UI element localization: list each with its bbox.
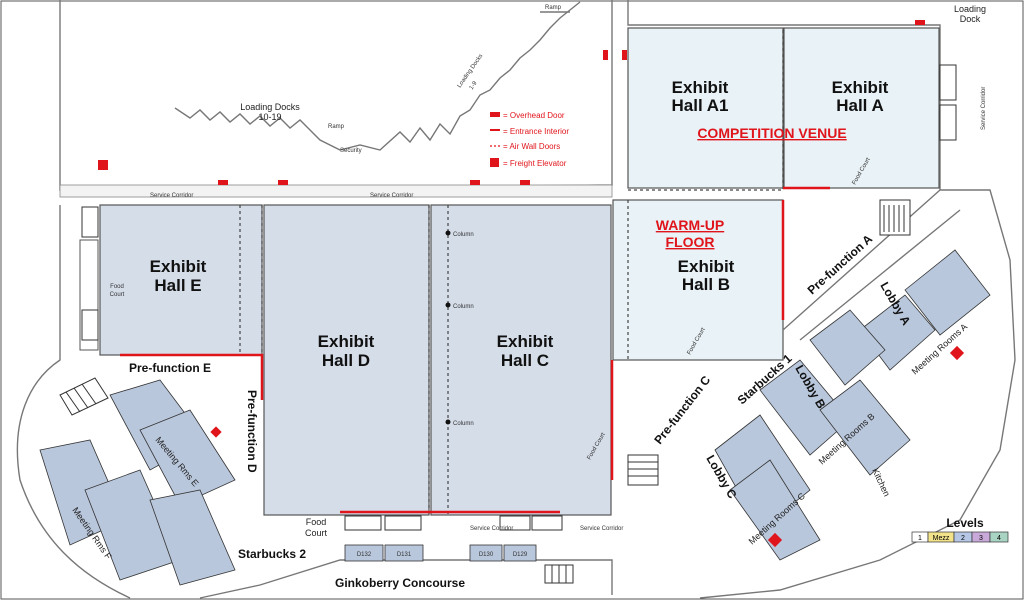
column-label-1: Column: [453, 232, 474, 238]
loading-dock-line2: Dock: [960, 14, 981, 24]
hall-e-line2: Hall E: [154, 276, 201, 295]
level-label-mezz: Mezz: [933, 535, 950, 542]
food-court-bottom-line1: Food: [306, 517, 327, 527]
restroom-icon-e: [81, 206, 99, 238]
column-label-2: Column: [453, 304, 474, 310]
meeting-rooms-b: [759, 359, 911, 476]
legend-overhead-door: = Overhead Door: [503, 111, 565, 120]
freight-elevator-icon-4: [210, 426, 222, 438]
level-labels: 1 Mezz 2 3 4: [918, 535, 1001, 542]
meeting-rooms-e-f: [39, 379, 236, 586]
service-corridor-label-2: Service Corridor: [370, 193, 413, 199]
service-corridor-top: [59, 184, 613, 198]
legend-freight-elevator: = Freight Elevator: [503, 159, 567, 168]
service-corridor-label-4: Service Corridor: [580, 526, 623, 532]
level-label-1: 1: [918, 535, 922, 542]
meeting-rooms-a: [809, 249, 991, 386]
warmup-line2: FLOOR: [666, 234, 715, 250]
hall-a-line2: Hall A: [836, 96, 884, 115]
ramp-label-bottom: Ramp: [328, 124, 345, 130]
legend-entrance-interior: = Entrance Interior: [503, 127, 569, 136]
column-marker-1: [445, 230, 451, 236]
food-court-left-line1: Food: [110, 284, 124, 290]
level-label-2: 2: [961, 535, 965, 542]
prefunction-a-walls: [782, 189, 961, 341]
meeting-rooms-c: [714, 414, 821, 561]
legend: [490, 112, 500, 167]
hall-a1-line1: Exhibit: [672, 78, 729, 97]
security-label: Security: [340, 148, 362, 154]
hall-d-line2: Hall D: [322, 351, 370, 370]
hall-a-line1: Exhibit: [832, 78, 889, 97]
exhibit-hall-a: [783, 27, 940, 189]
loading-docks-1-9-line2: 1-9: [469, 80, 479, 91]
loading-docks-10-19-line1: Loading Docks: [240, 102, 300, 112]
exhibit-hall-d: [263, 204, 430, 516]
starbucks-2-label: Starbucks 2: [238, 547, 306, 561]
legend-air-wall-doors: = Air Wall Doors: [503, 142, 560, 151]
room-d129: D129: [513, 552, 528, 558]
hall-b-line2: Hall B: [682, 275, 730, 294]
service-corridor-label-3: Service Corridor: [470, 526, 513, 532]
restroom-icon-e2: [81, 309, 99, 341]
hall-c-line2: Hall C: [501, 351, 549, 370]
level-label-4: 4: [997, 535, 1001, 542]
escalator-icon-2: [384, 515, 422, 531]
loading-dock-line1: Loading: [954, 4, 986, 14]
freight-elevator-icon-1: [98, 160, 108, 170]
column-label-3: Column: [453, 421, 474, 427]
stair-icon-e: [59, 377, 109, 416]
hall-e-line1: Exhibit: [150, 257, 207, 276]
loading-docks-10-19-line2: 10-19: [258, 112, 281, 122]
competition-venue-label: COMPETITION VENUE: [697, 125, 846, 141]
d-rooms-row: [344, 544, 537, 562]
service-corridor-label-1: Service Corridor: [150, 193, 193, 199]
prefunction-d-label: Pre-function D: [245, 390, 259, 473]
restroom-icon-a2: [939, 104, 957, 141]
food-court-left-line2: Court: [110, 292, 125, 298]
exhibit-hall-b: [612, 199, 784, 361]
escalator-icon-1: [344, 515, 382, 531]
hall-b-line1: Exhibit: [678, 257, 735, 276]
exhibit-hall-c: [430, 204, 612, 516]
warmup-line1: WARM-UP: [656, 217, 724, 233]
loading-docks-zigzag: [174, 1, 581, 151]
room-d131: D131: [397, 552, 412, 558]
entrance-prefunction-e: [120, 353, 264, 400]
stair-icon-a: [879, 199, 911, 236]
hall-a1-line2: Hall A1: [671, 96, 728, 115]
stair-icon-bottom: [544, 564, 574, 584]
escalator-icon-3: [499, 515, 531, 531]
exhibit-hall-a1: [627, 27, 784, 189]
levels-legend: [911, 531, 1009, 543]
room-d130: D130: [479, 552, 494, 558]
stair-icon-c: [627, 454, 659, 486]
ginkoberry-concourse-label: Ginkoberry Concourse: [335, 576, 465, 590]
levels-title: Levels: [946, 516, 984, 530]
freight-elevator-icon-3: [767, 532, 783, 548]
freight-elevator-icon-2: [949, 345, 965, 361]
hall-c-line1: Exhibit: [497, 332, 554, 351]
overhead-door-icons: [218, 20, 925, 185]
service-corridor-label-5: Service Corridor: [981, 87, 987, 130]
level-label-3: 3: [979, 535, 983, 542]
food-court-bottom-line2: Court: [305, 528, 328, 538]
prefunction-e-label: Pre-function E: [129, 361, 211, 375]
hall-d-line1: Exhibit: [318, 332, 375, 351]
room-d132: D132: [357, 552, 372, 558]
column-marker-2: [445, 302, 451, 308]
escalator-icon-4: [531, 515, 563, 531]
restroom-icon-a: [939, 64, 957, 101]
level-swatch-4: [989, 531, 1009, 543]
ramp-label-top: Ramp: [545, 5, 562, 11]
column-marker-3: [445, 419, 451, 425]
